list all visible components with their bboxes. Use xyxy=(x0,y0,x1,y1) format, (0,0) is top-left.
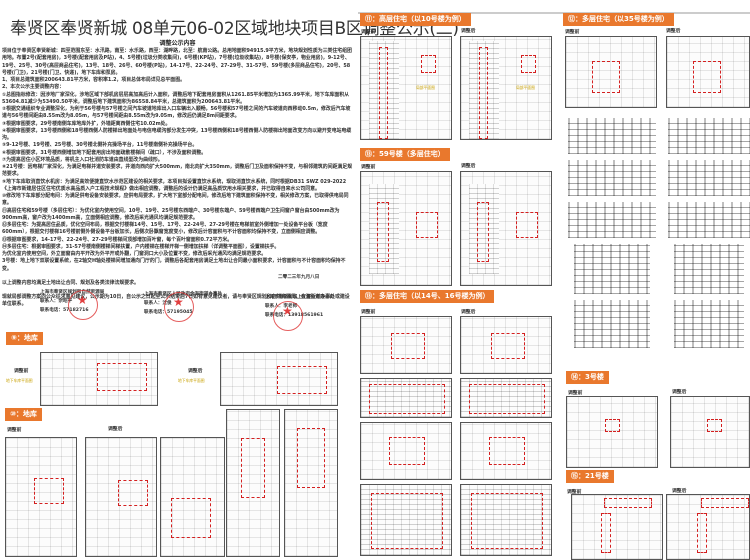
notice-date: 二零二三年九月八日 xyxy=(278,275,320,280)
label-after: 调整后 xyxy=(461,164,476,169)
elevation-35-after-5 xyxy=(674,300,744,348)
official-seal xyxy=(164,292,194,322)
drawing-building-21-before xyxy=(571,494,663,560)
paragraph: ②根据交通组织专业调整深化，为利于56号楼与57号楼之间汽车坡道地库出入口车辆出… xyxy=(2,106,351,120)
paragraph: 2、本次公示主要调整内容： xyxy=(2,84,65,91)
paragraph: ③根据审图要求，29号楼南侧车库地库外扩，外墙距离西侧住宅10.02m处。 xyxy=(2,120,171,127)
label-before: 调整前 xyxy=(568,391,583,396)
paragraph: 3号楼：地上地下双联设置系统，在2轴交H轴处楼梯间增加通向门厅的门，调整后各配套… xyxy=(2,258,346,272)
elevation-35-before-2 xyxy=(568,160,656,196)
drawing-16-elev-before xyxy=(360,484,452,556)
page-title: 奉贤区奉贤新城 08单元06-02区域地块项目B区调整公示(二) xyxy=(10,19,459,39)
paragraph: 项目位于奉贤区奉贤新城：四至范围东至：水汛路，南至：水乐路，西至：湖畔路，北至：… xyxy=(2,48,352,76)
elevation-35-after-4 xyxy=(674,244,744,294)
paragraph: ⑨地下车库取消直饮水机房：为满足高效便捷直饮水示范区建设的相关要求，本项目拟设置… xyxy=(2,178,347,192)
paragraph: ⑦为提高居住小区环境品质，将机主入口社消防车道由直线型改为曲线形。 xyxy=(2,156,163,163)
section-header-multistory-14-16: ⑬：多层住宅（以14号、16号楼为例） xyxy=(360,290,495,303)
paragraph: ⑤9-12号楼、19号楼、25号楼、30号楼北侧补充操场平台，11号楼南侧补充操… xyxy=(2,142,198,149)
label-after: 调整后 xyxy=(666,29,681,34)
drawing-16-elev-after xyxy=(460,484,552,556)
drawing-highrise-before: 局部平面图 xyxy=(360,36,452,140)
paragraph: ⑭多层住宅：根据审图要求，31-57号楼南侧楼梯间梯扶置，户内楼梯在楼梯开梯一侧… xyxy=(2,243,280,250)
official-seal xyxy=(273,301,303,331)
drawing-16-plan-before xyxy=(360,422,452,480)
signatory-org: 上海市奉贤新城上江置业有限公司 xyxy=(265,295,334,300)
signatory-contact: 联系人：佘昭平 xyxy=(40,299,73,304)
label-before: 调整前 xyxy=(7,428,22,433)
elevation-35-after-2 xyxy=(668,160,750,196)
signatory-1: 上海市奉贤区规划和自然资源局 联系人：佘昭平 联系电话：57182716 xyxy=(40,288,105,320)
drawing-59-after xyxy=(460,171,552,286)
paragraph: ⑬根据审图要求，14-17号、22-24号、27-29号楼梯间顶部增加百叶窗，每… xyxy=(2,236,233,243)
label-after: 调整后 xyxy=(672,489,687,494)
elevation-35-before-4 xyxy=(574,244,650,294)
drawing-basement-10-after xyxy=(85,437,157,557)
drawing-building-3-after xyxy=(670,396,750,468)
caption: 地下车库平面图 xyxy=(6,378,33,383)
label-before: 调整前 xyxy=(565,30,580,35)
notice-body: 项目位于奉贤区奉贤新城：四至范围东至：水汛路，南至：水乐路，西至：湖畔路，北至：… xyxy=(2,48,354,309)
paragraph: ⑪高层住宅和59号楼（多层住宅）：为优化室内使用空间，10号、19号、25号楼东… xyxy=(2,207,340,221)
drawing-35-after xyxy=(666,36,750,108)
drawing-14-elev-before xyxy=(360,378,452,418)
notice-subtitle: 调整公示内容 xyxy=(159,40,196,47)
drawing-basement-10-before-2 xyxy=(226,409,280,557)
drawing-14-elev-after xyxy=(460,378,552,418)
paragraph: ④根据审图要求，13号楼西侧和18号楼西侧人防楼梯出地面处与电信电缆沟部分发生冲… xyxy=(2,127,352,141)
section-header-multistory-35: ⑫：多层住宅（以35号楼为例） xyxy=(563,13,674,26)
drawing-building-3-before xyxy=(566,396,658,468)
label-before: 调整前 xyxy=(361,165,376,170)
section-header-building-3: ⑭：3号楼 xyxy=(566,371,609,384)
paragraph: ⑥根据审图要求，31号楼西侧增加地下配套用房出地面疏散楼梯间（疏口），不涉及面积… xyxy=(2,149,207,156)
label-after: 调整后 xyxy=(461,310,476,315)
section-header-highrise: ⑪：高层住宅（以10号楼为例） xyxy=(360,13,471,26)
drawing-basement-10-detail xyxy=(160,437,225,557)
drawing-basement-10-before xyxy=(5,437,77,557)
section-header-basement-9: ⑨：地库 xyxy=(6,332,43,345)
top-rule xyxy=(358,12,750,14)
elevation-35-after-3 xyxy=(668,202,750,238)
elevation-35-before-5 xyxy=(574,300,650,348)
signatory-org: 上海市奉贤区规划和自然资源局 xyxy=(40,290,105,295)
paragraph: 以上调整内容均满足土地出让合同、规划及各类法律法规要求。 xyxy=(2,279,139,286)
paragraph: ⑫多层住宅：为提高居住品质，优化空间布局，根据交付楼梯14号、15号、17号、2… xyxy=(2,222,328,236)
label-before: 调整前 xyxy=(14,369,29,374)
paragraph: ①总图指标修改：因涉地厂家深化，涉地区域下部机房层层高加高后计入面积，调整后地下… xyxy=(2,91,350,105)
drawing-basement-before xyxy=(40,352,158,406)
elevation-35-after-1 xyxy=(668,118,750,154)
official-seal xyxy=(68,290,98,320)
drawing-59-before xyxy=(360,171,452,286)
label-after: 调整后 xyxy=(188,369,203,374)
drawing-35-before xyxy=(565,36,657,108)
paragraph: 1、项目总建筑面积200643.81平方米，容积率1.2，项目总体布局详见总平面… xyxy=(2,77,185,83)
section-header-building-21: ⑮：21号楼 xyxy=(566,470,614,483)
label-after: 调整后 xyxy=(672,390,687,395)
signatory-2: 上海市奉贤区人民政府金海街道办事处 联系人：沈俊 联系电话：57195045 xyxy=(144,290,222,322)
drawing-16-plan-after xyxy=(460,422,552,480)
label-after: 调整后 xyxy=(108,427,123,432)
signatory-3: 上海市奉贤新城上江置业有限公司 联系人：李老师 联系电话：13918561961 xyxy=(265,293,334,331)
drawing-14-plan-after xyxy=(460,316,552,374)
paragraph: ⑧21号楼：因电梯厂家深化，为满足电梯并道安装要求，井道向西向扩大500mm，南… xyxy=(2,164,353,178)
caption: 地下车库平面图 xyxy=(178,378,205,383)
drawing-building-21-after xyxy=(666,494,750,560)
drawing-basement-10-after-2 xyxy=(284,409,338,557)
elevation-35-before-1 xyxy=(568,118,656,154)
drawing-highrise-after: 局部平面图 xyxy=(460,36,552,140)
section-header-basement-10: ⑩：地库 xyxy=(5,408,42,421)
paragraph: 为优化室内使用空间，外立面窗由内平开改为外平开或外翻，门窗洞口大小及位置不变，修… xyxy=(2,251,267,257)
label-before: 调整前 xyxy=(361,30,376,35)
label-before: 调整前 xyxy=(361,310,376,315)
drawing-basement-after xyxy=(220,352,338,406)
elevation-35-before-3 xyxy=(568,202,656,238)
paragraph: ⑩修改地下车库部分配电间：为满足供电设备安装要求，应供电局要求，扩大地下室部分配… xyxy=(2,193,349,207)
drawing-14-plan-before xyxy=(360,316,452,374)
section-header-building-59: ⑬：59号楼（多层住宅） xyxy=(360,148,450,161)
label-after: 调整后 xyxy=(461,29,476,34)
label-before: 调整前 xyxy=(567,490,582,495)
